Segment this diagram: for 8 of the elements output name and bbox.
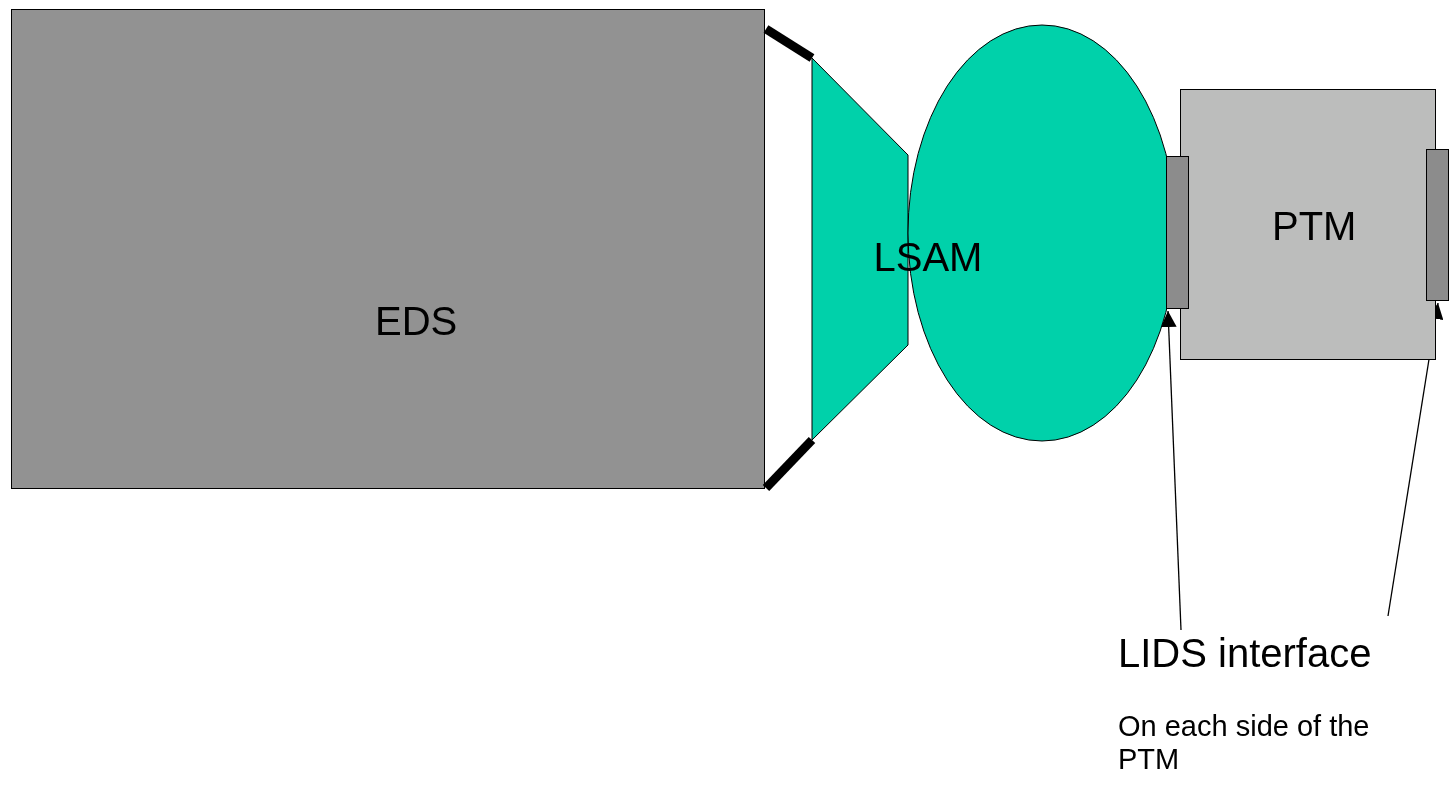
callout-label: LIDS interface: [1118, 630, 1372, 676]
block-label: PTM: [1272, 203, 1357, 249]
eds-block: [11, 9, 765, 489]
callout-note: On each side of the PTM: [1118, 710, 1371, 777]
leader-arrow: [1160, 310, 1182, 631]
block-label: EDS: [375, 298, 458, 344]
interface-bar: [1426, 149, 1449, 301]
interface-bar: [1166, 156, 1189, 309]
